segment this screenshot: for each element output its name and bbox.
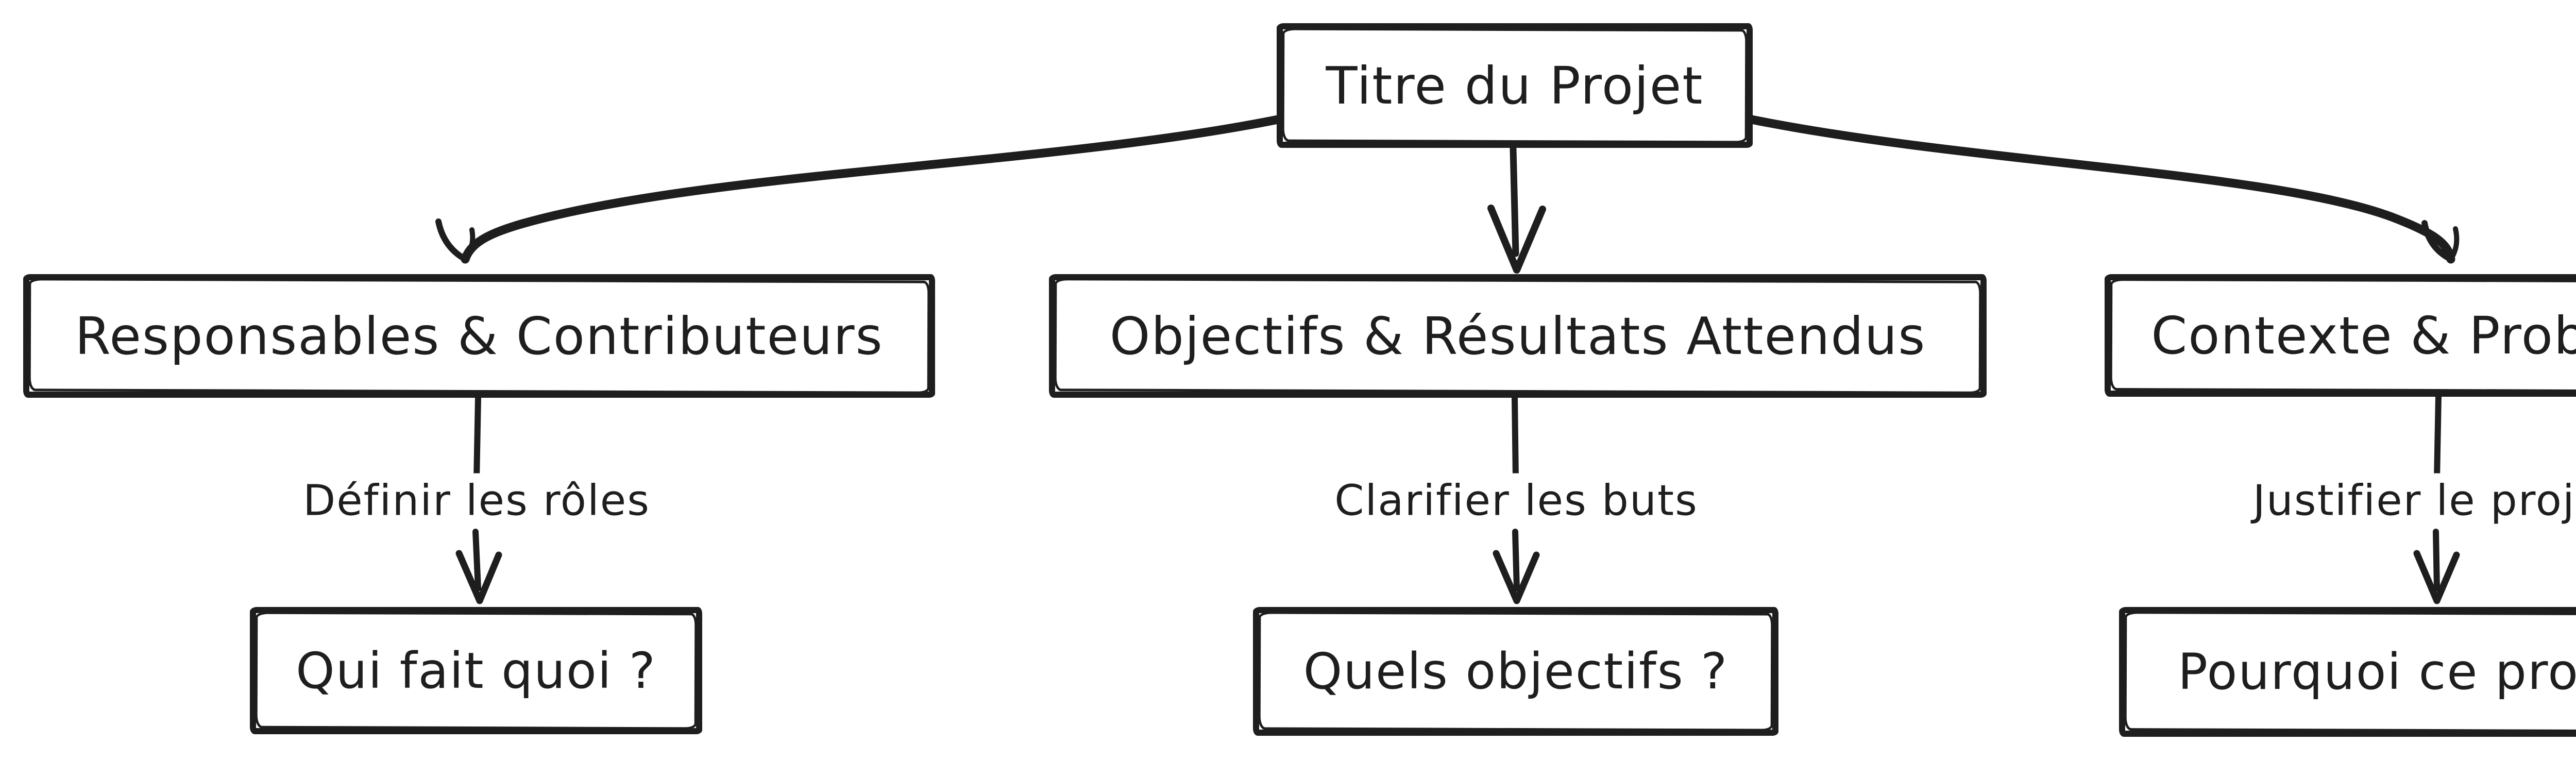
node-titre-du-projet: Titre du Projet [1277, 23, 1753, 148]
arrow-barb [2448, 226, 2460, 262]
node-pourquoi-ce-projet: Pourquoi ce projet ? [2119, 607, 2576, 737]
arrow-shaft [472, 529, 481, 592]
arrow-title-to-responsables [435, 115, 1282, 264]
arrow-barb [463, 227, 476, 262]
arrow-head [1493, 550, 1540, 604]
arrow-shaft [1510, 145, 1519, 257]
arrow-head [2413, 550, 2460, 604]
edge-connector [473, 395, 481, 482]
arrow-title-to-contexte [1747, 115, 2460, 264]
arrow-head [1487, 205, 1546, 274]
node-quels-objectifs: Quels objectifs ? [1253, 607, 1778, 736]
node-label: Pourquoi ce projet ? [2178, 643, 2576, 701]
edge-objectifs-to-leaf [1493, 395, 1540, 604]
edge-connector [2434, 394, 2442, 482]
arrow-shaft [1512, 529, 1520, 592]
arrow-shaft [2433, 529, 2440, 592]
node-label: Titre du Projet [1326, 55, 1704, 116]
arrow-shaft [1747, 115, 2455, 264]
node-contexte-probleme: Contexte & Problème [2105, 274, 2576, 397]
arrow-shaft [461, 115, 1282, 264]
edge-responsables-to-leaf [455, 395, 502, 604]
arrow-title-to-objectifs [1487, 145, 1546, 274]
edge-contexte-to-leaf [2413, 394, 2460, 604]
arrow-barb [2421, 220, 2454, 262]
node-label: Objectifs & Résultats Attendus [1109, 306, 1926, 366]
node-label: Quels objectifs ? [1303, 643, 1728, 700]
node-objectifs-resultats: Objectifs & Résultats Attendus [1049, 274, 1987, 398]
arrow-barb [435, 218, 468, 262]
node-responsables-contributeurs: Responsables & Contributeurs [23, 274, 935, 398]
edge-label-clarifier-les-buts: Clarifier les buts [1320, 473, 1713, 529]
node-label: Responsables & Contributeurs [75, 306, 884, 366]
node-label: Contexte & Problème [2151, 305, 2576, 366]
node-label: Qui fait quoi ? [296, 641, 656, 700]
arrow-head [455, 550, 502, 604]
edge-connector [1512, 395, 1519, 482]
node-qui-fait-quoi: Qui fait quoi ? [250, 607, 702, 734]
edge-label-justifier-le-projet: Justifier le projet [2238, 473, 2576, 529]
edge-label-definir-les-roles: Définir les rôles [289, 473, 665, 529]
